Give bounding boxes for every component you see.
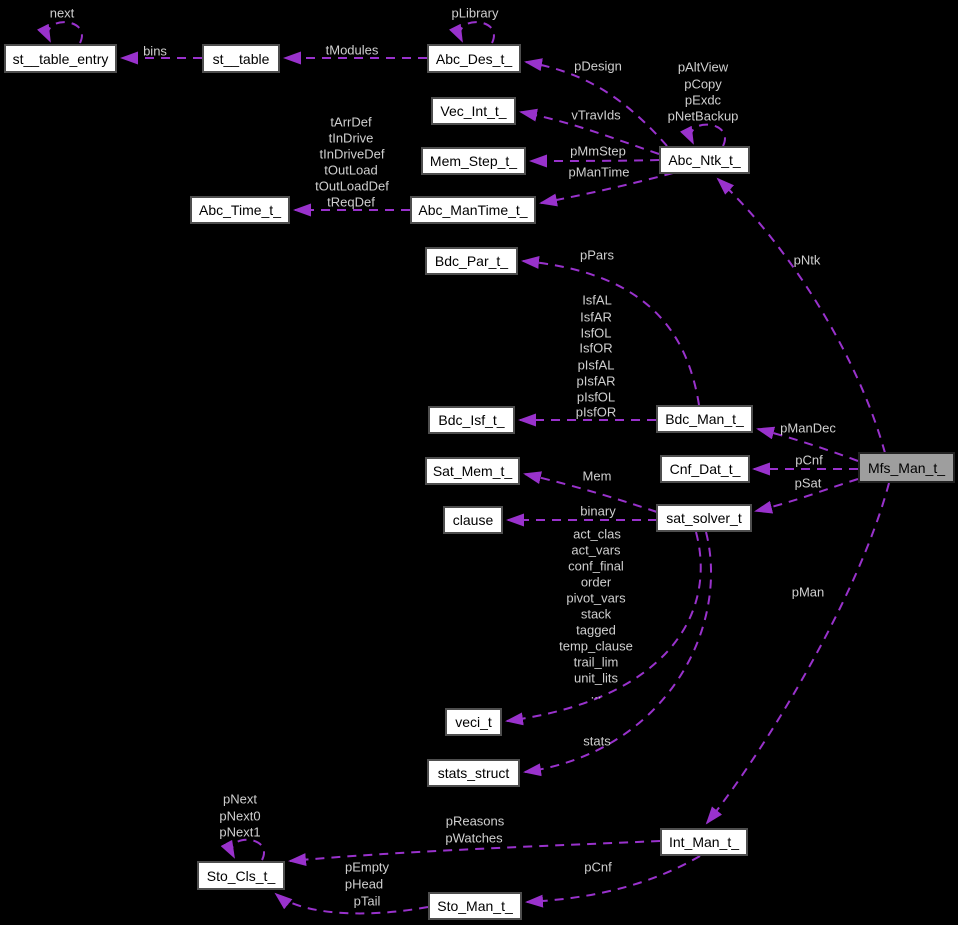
edge-pdesign	[524, 58, 668, 147]
node-mem-step[interactable]: Mem_Step_t_	[421, 147, 526, 175]
edge-label-tmodules: tModules	[325, 42, 379, 58]
node-st-table-entry[interactable]: st__table_entry	[4, 44, 117, 73]
edge-label-pisfal: pIsfAL	[577, 357, 615, 373]
edge-label-temp-clause: temp_clause	[559, 638, 633, 654]
edge-label-pman: pMan	[791, 584, 825, 600]
edge-preasons-pwatches	[288, 840, 661, 867]
edge-label-pcopy: pCopy	[684, 76, 722, 92]
edge-label-pexdc: pExdc	[684, 92, 722, 108]
edge-pmandec	[756, 426, 859, 462]
edge-label-psat: pSat	[794, 475, 822, 491]
edge-label-paltview: pAltView	[677, 59, 729, 75]
node-sto-man[interactable]: Sto_Man_t_	[428, 892, 522, 920]
edge-label-pcnf-right: pCnf	[795, 452, 823, 468]
edge-label-toutload: tOutLoad	[324, 162, 378, 178]
edge-veci-fields	[505, 531, 702, 726]
node-sat-mem[interactable]: Sat_Mem_t_	[425, 457, 520, 485]
edge-label-pcnf-bottom: pCnf	[584, 859, 612, 875]
edge-pempty-phead-ptail	[274, 892, 429, 915]
edge-label-pisfol: pIsfOL	[576, 389, 616, 405]
edge-next-self-loop	[37, 21, 83, 44]
edge-label-pnext1: pNext1	[219, 824, 261, 840]
edge-label-pisfar: pIsfAR	[576, 373, 616, 389]
edge-label-act-vars: act_vars	[571, 542, 621, 558]
node-bdc-par[interactable]: Bdc_Par_t_	[425, 247, 518, 275]
edge-label-pmandec: pManDec	[780, 420, 836, 436]
edge-label-pwatches: pWatches	[445, 830, 503, 846]
edge-label-tindrivedef: tInDriveDef	[319, 146, 385, 162]
edge-label-pmmstep: pMmStep	[570, 143, 626, 159]
edge-pntk	[716, 177, 886, 454]
edge-pmmstep	[529, 154, 660, 168]
node-st-table[interactable]: st__table	[202, 44, 280, 73]
node-int-man[interactable]: Int_Man_t_	[660, 828, 748, 856]
edge-psat	[754, 478, 859, 514]
edge-ntk-self-loop	[680, 123, 726, 147]
node-bdc-isf[interactable]: Bdc_Isf_t_	[428, 406, 515, 434]
edge-pnext-self-loop	[220, 838, 265, 861]
node-vec-int[interactable]: Vec_Int_t_	[431, 97, 516, 125]
edge-label-plibrary: pLibrary	[451, 5, 499, 21]
node-cnf-dat[interactable]: Cnf_Dat_t_	[660, 455, 750, 483]
edge-label-pdesign: pDesign	[574, 58, 622, 74]
node-abc-mantime[interactable]: Abc_ManTime_t_	[410, 196, 536, 224]
edge-label-pnetbackup: pNetBackup	[667, 108, 739, 124]
edge-label-tindrive: tInDrive	[328, 130, 374, 146]
edge-label-next: next	[49, 5, 75, 21]
node-abc-ntk[interactable]: Abc_Ntk_t_	[659, 146, 750, 174]
edge-label-bins: bins	[143, 43, 167, 59]
node-stats-struct[interactable]: stats_struct	[427, 759, 520, 787]
edge-label-pntk: pNtk	[793, 252, 821, 268]
edge-pmantime	[539, 172, 674, 207]
edge-label-pempty: pEmpty	[344, 859, 390, 875]
edge-label-isfar: IsfAR	[580, 309, 612, 325]
edge-label-pnext0: pNext0	[219, 808, 261, 824]
edge-label-stats: stats	[583, 733, 611, 749]
node-sat-solver[interactable]: sat_solver_t	[656, 504, 752, 532]
edge-label-isfal: IsfAL	[582, 292, 612, 308]
node-abc-des[interactable]: Abc_Des_t_	[427, 44, 521, 73]
edge-label-toutloaddef: tOutLoadDef	[315, 178, 389, 194]
edge-label-treqdef: tReqDef	[327, 194, 375, 210]
edge-label-act-clas: act_clas	[573, 526, 621, 542]
edge-label-preasons: pReasons	[445, 813, 505, 829]
edge-label-tarrdef: tArrDef	[330, 114, 372, 130]
node-mfs-man-main[interactable]: Mfs_Man_t_	[858, 452, 955, 483]
edge-label-isfor: IsfOR	[579, 340, 613, 356]
edge-label-unit-lits: unit_lits	[573, 670, 619, 686]
edge-label-isfol: IsfOL	[580, 325, 612, 341]
edge-label-stack: stack	[580, 606, 612, 622]
edge-vtravids	[519, 108, 660, 155]
edge-mem	[523, 471, 658, 513]
edge-label-trail-lim: trail_lim	[573, 654, 619, 670]
node-abc-time[interactable]: Abc_Time_t_	[190, 196, 290, 224]
edge-label-pnext: pNext	[223, 791, 257, 807]
edge-label-mem: Mem	[582, 468, 612, 484]
edge-label-vtravids: vTravIds	[571, 107, 621, 123]
edge-label-pisfor: pIsfOR	[575, 404, 617, 420]
node-veci[interactable]: veci_t	[445, 708, 502, 736]
edge-label-tagged: tagged	[576, 622, 616, 638]
edge-label-pmantime: pManTime	[568, 164, 630, 180]
edge-pman	[705, 482, 890, 825]
node-sto-cls[interactable]: Sto_Cls_t_	[197, 861, 285, 890]
node-clause[interactable]: clause	[443, 506, 503, 534]
edge-label-phead: pHead	[344, 876, 384, 892]
edge-plibrary-self-loop	[449, 21, 495, 44]
edge-label-pivot-vars: pivot_vars	[566, 590, 626, 606]
edge-label-ppars: pPars	[580, 247, 614, 263]
edge-pcnf-bottom	[525, 855, 701, 908]
node-bdc-man[interactable]: Bdc_Man_t_	[656, 405, 753, 433]
edge-label-order: order	[580, 574, 612, 590]
edge-label-conf-final: conf_final	[568, 558, 624, 574]
edge-label-ellipsis: ...	[590, 686, 602, 702]
edge-label-ptail: pTail	[353, 893, 381, 909]
edge-label-binary: binary	[580, 503, 616, 519]
edge-stats	[523, 531, 713, 777]
